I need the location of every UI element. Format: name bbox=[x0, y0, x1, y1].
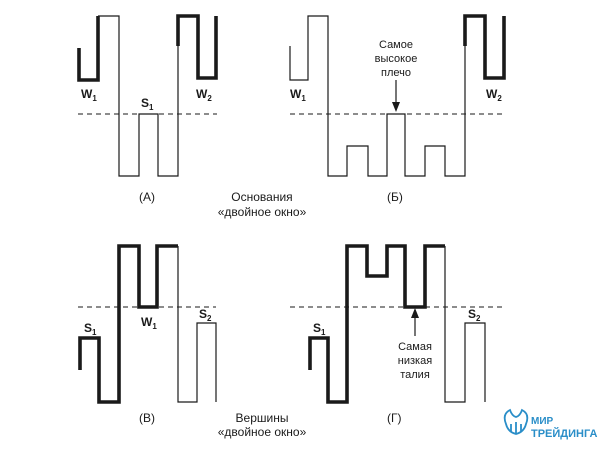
caption-top-line1: Основания bbox=[231, 190, 292, 204]
logo-line1: МИР bbox=[531, 416, 554, 427]
caption-bottom-line2: «двойное окно» bbox=[218, 425, 307, 439]
caption-bottom-line1: Вершины bbox=[236, 411, 289, 425]
panel-c-w1-label: W1 bbox=[141, 315, 157, 331]
panel-c-line-thin bbox=[177, 246, 217, 403]
panel-d-s1-label: S1 bbox=[313, 321, 326, 337]
panel-d-main-bar bbox=[308, 244, 445, 404]
caption-top-line2: «двойное окно» bbox=[218, 205, 307, 219]
panel-b-w2-label: W2 bbox=[486, 87, 502, 103]
panel-a-w2-label: W2 bbox=[196, 87, 212, 103]
panel-d-note-line2: низкая bbox=[398, 355, 432, 367]
panel-a-letter: (А) bbox=[139, 190, 155, 204]
panel-d-line-thin bbox=[444, 246, 486, 403]
panel-c-letter: (В) bbox=[139, 411, 155, 425]
panel-a-s1-label: S1 bbox=[141, 96, 154, 112]
panel-d-letter: (Г) bbox=[387, 411, 402, 425]
panel-b-note-line3: плечо bbox=[381, 67, 411, 79]
panel-c-s2-label: S2 bbox=[199, 307, 212, 323]
logo-line2: ТРЕЙДИНГА bbox=[531, 427, 598, 440]
panel-a-w1-bar bbox=[77, 16, 100, 82]
panel-d: S1 S2 Самая низкая талия (Г) bbox=[290, 244, 505, 425]
panel-c-main-bar bbox=[78, 244, 178, 404]
panel-a-w1-label: W1 bbox=[81, 87, 97, 103]
panel-d-note-line1: Самая bbox=[398, 341, 432, 353]
panel-b: W1 W2 Самое высокое плечо (Б) bbox=[289, 14, 506, 204]
panel-d-arrow-head bbox=[411, 308, 419, 318]
panel-c-s1-label: S1 bbox=[84, 321, 97, 337]
logo-bull-icon bbox=[503, 408, 529, 435]
panel-b-w1-label: W1 bbox=[290, 87, 306, 103]
panel-d-s2-label: S2 bbox=[468, 307, 481, 323]
panel-b-note-line2: высокое bbox=[375, 53, 418, 65]
panel-b-letter: (Б) bbox=[387, 190, 403, 204]
panel-b-arrow-head bbox=[392, 102, 400, 112]
panel-b-note-line1: Самое bbox=[379, 39, 413, 51]
panel-d-note-line3: талия bbox=[400, 369, 430, 381]
panel-a: W1 S1 W2 (А) bbox=[77, 14, 218, 204]
panel-a-line-thin bbox=[98, 15, 179, 177]
panel-c: S1 W1 S2 (В) bbox=[78, 244, 217, 425]
logo: МИР ТРЕЙДИНГА bbox=[503, 408, 598, 440]
panel-a-w2-bar bbox=[176, 14, 218, 80]
panel-b-w2-bar bbox=[463, 14, 506, 80]
panel-b-line-thin bbox=[289, 15, 466, 177]
